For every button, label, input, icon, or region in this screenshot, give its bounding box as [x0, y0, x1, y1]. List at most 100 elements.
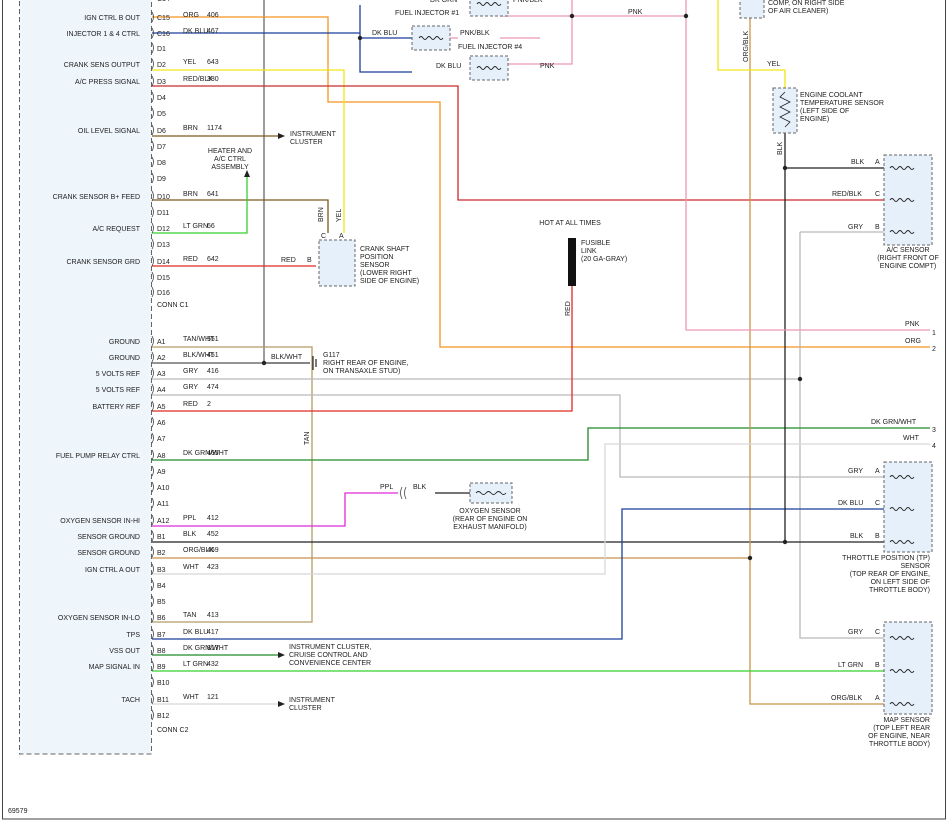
coil-icon: [889, 198, 915, 202]
heater-ac-label-line: ASSEMBLY: [211, 164, 249, 171]
pin-connector-icon: [151, 693, 154, 705]
splice-dot: [782, 165, 788, 171]
pcm-pin-D14: D14: [157, 259, 170, 266]
pcm-signal-A2: GROUND: [109, 355, 140, 362]
pcm-pin-B1: B1: [157, 534, 166, 541]
ect-sensor-label-line: ENGINE): [800, 116, 829, 123]
wire-dkgrnwht-465: [152, 427, 930, 461]
wire-label-tp_pin_a: A: [875, 468, 880, 475]
coil-icon: [476, 66, 502, 70]
pcm-wire-color-A2: BLK/WHT: [183, 352, 215, 359]
wire-label-tp_pin_b: B: [875, 533, 880, 540]
wire-label-org_right: ORG: [905, 338, 921, 345]
splice-dot: [357, 35, 363, 41]
coil-icon: [889, 540, 915, 544]
ect-sensor-label-line: (LEFT SIDE OF: [800, 108, 849, 115]
wire-label-map_pin_b: B: [875, 662, 880, 669]
pcm-wire-color-A3: GRY: [183, 368, 198, 375]
pin-connector-icon: [151, 432, 154, 444]
wire-dkblu-inj4: [359, 5, 412, 73]
pin-connector-icon: [151, 400, 154, 412]
wire-label-tp_blk: BLK: [850, 533, 864, 540]
pcm-pin-D16: D16: [157, 290, 170, 297]
pcm-pin-A5: A5: [157, 404, 166, 411]
pcm-pin-A11: A11: [157, 501, 169, 508]
pcm-signal-B6: OXYGEN SENSOR IN-LO: [58, 615, 141, 622]
pcm-signal-B1: SENSOR GROUND: [77, 534, 140, 541]
ic-cruise-label-line: INSTRUMENT CLUSTER,: [289, 644, 371, 651]
tp-sensor-label-line: ON LEFT SIDE OF: [871, 579, 930, 586]
pcm-pin-D9: D9: [157, 176, 166, 183]
wire-label-dkgrnwht_right: DK GRN/WHT: [871, 419, 917, 426]
pcm-pin-B9: B9: [157, 664, 166, 671]
pcm-pin-D12: D12: [157, 226, 170, 233]
pcm-wire-color-C16: DK BLU: [183, 28, 208, 35]
wire-label-ac_pin_a: A: [875, 159, 880, 166]
pcm-circuit-A8: 465: [207, 450, 219, 457]
pcm-pin-B6: B6: [157, 615, 166, 622]
pin-connector-icon: [151, 11, 154, 23]
map-sensor-label-line: OF ENGINE, NEAR: [868, 733, 930, 740]
pin-connector-icon: [151, 497, 154, 509]
pcm-pin-B7: B7: [157, 632, 166, 639]
wire-label-ac_redblk: RED/BLK: [832, 191, 862, 198]
pcm-signal-B9: MAP SIGNAL IN: [89, 664, 140, 671]
crankshaft-sensor-label-line: (LOWER RIGHT: [360, 270, 412, 277]
pin-connector-icon: [151, 514, 154, 526]
coil-icon: [889, 166, 915, 170]
crankshaft-sensor-box: [318, 239, 356, 287]
pcm-pin-A2: A2: [157, 355, 166, 362]
coil-icon: [476, 2, 502, 6]
pin-connector-icon: [151, 190, 154, 202]
wire-label-pnk_inj4: PNK: [540, 63, 555, 70]
pin-connector-icon: [151, 140, 154, 152]
pcm-pin-B8: B8: [157, 648, 166, 655]
pin-connector-icon: [151, 383, 154, 395]
pcm-circuit-B1: 452: [207, 531, 219, 538]
pcm-signal-A4: 5 VOLTS REF: [96, 387, 140, 394]
pcm-circuit-B11: 121: [207, 694, 219, 701]
g117-label-line: G117: [323, 352, 340, 359]
pcm-wire-color-B8: DK GRN/WHT: [183, 645, 229, 652]
fusible-link-label-line: FUSIBLE: [581, 240, 611, 247]
map-sensor-label-line: THROTTLE BODY): [869, 741, 930, 748]
pin-connector-icon: [151, 530, 154, 542]
pcm-signal-B8: VSS OUT: [109, 648, 140, 655]
coil-icon: [418, 36, 444, 40]
wire-pnk-right: [685, 0, 930, 331]
g117-label-line: ON TRANSAXLE STUD): [323, 368, 400, 375]
heater-arrow-icon: [244, 170, 250, 177]
coil-icon: [889, 702, 915, 706]
thermistor-icon: [779, 91, 791, 128]
wire-label-dk_grn_top: DK GRN: [430, 0, 457, 4]
pin-connector-icon: [151, 286, 154, 298]
pcm-signal-D12: A/C REQUEST: [93, 226, 141, 233]
pcm-circuit-B7: 417: [207, 629, 219, 636]
pcm-pin-D4: D4: [157, 95, 166, 102]
pcm-signal-A5: BATTERY REF: [93, 404, 140, 411]
pin-connector-icon: [151, 449, 154, 461]
wire-label-ac_gry: GRY: [848, 224, 863, 231]
pcm-circuit-A2: 451: [207, 352, 219, 359]
crankshaft-sensor-label-line: SIDE OF ENGINE): [360, 278, 419, 285]
pcm-signal-D6: OIL LEVEL SIGNAL: [78, 128, 140, 135]
tp-sensor-box: [883, 461, 933, 553]
arrow-icon: [278, 133, 285, 139]
pcm-wire-color-A5: RED: [183, 401, 198, 408]
pin-connector-icon: [151, 75, 154, 87]
pcm-circuit-D6: 1174: [207, 125, 222, 132]
pcm-wire-color-B6: TAN: [183, 612, 196, 619]
pin-connector-icon: [151, 27, 154, 39]
pcm-signal-B7: TPS: [126, 632, 140, 639]
pcm-wire-color-D2: YEL: [183, 59, 196, 66]
tp-sensor-label-line: THROTTLE POSITION (TP): [842, 555, 930, 562]
wire-label-conn_3: 3: [932, 427, 936, 434]
pin-connector-icon: [151, 595, 154, 607]
wire-label-ppl_o2: PPL: [380, 484, 393, 491]
pcm-signal-A8: FUEL PUMP RELAY CTRL: [56, 453, 140, 460]
